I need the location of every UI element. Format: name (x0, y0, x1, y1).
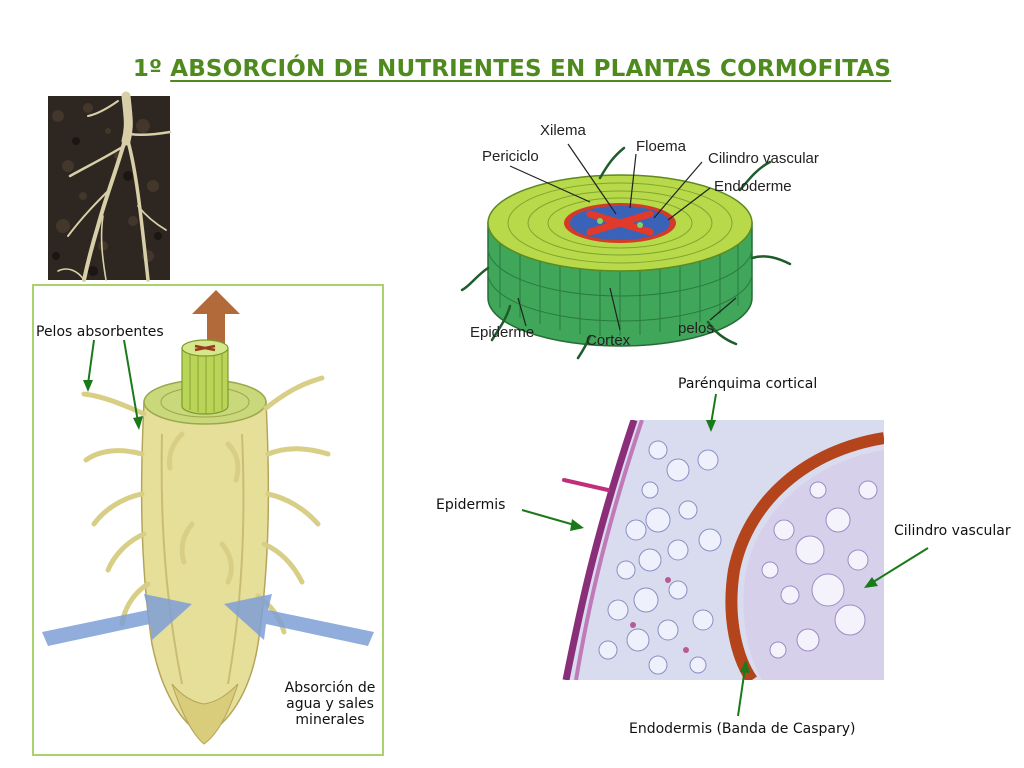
soil-root-photo (48, 91, 172, 282)
label-epiderme: Epiderme (470, 324, 535, 341)
title-text: ABSORCIÓN DE NUTRIENTES EN PLANTAS CORMO… (170, 56, 892, 82)
root-tip-panel (32, 284, 384, 756)
soil-root-illustration (48, 91, 172, 282)
label-xilema: Xilema (540, 122, 586, 139)
micrograph-image (538, 420, 884, 680)
label-endoderme: Endoderme (714, 178, 792, 195)
label-periciclo: Periciclo (482, 148, 539, 165)
label-cilindro-vascular: Cilindro vascular (894, 523, 1011, 539)
label-pelos: pelos (678, 320, 714, 337)
label-endodermis: Endodermis (Banda de Caspary) (629, 721, 856, 737)
root-cylinder-illustration (460, 143, 792, 360)
page-title: 1º ABSORCIÓN DE NUTRIENTES EN PLANTAS COR… (0, 56, 1024, 82)
label-parenquima-cortical: Parénquima cortical (678, 376, 818, 392)
label-epidermis: Epidermis (436, 497, 506, 513)
label-cortex: Cortex (586, 332, 631, 349)
label-pelos-absorbentes: Pelos absorbentes (36, 324, 164, 340)
root-tip-illustration (42, 290, 374, 745)
title-number: 1º (132, 56, 163, 82)
label-floema: Floema (636, 138, 687, 155)
root-cross-section-diagram: Xilema Floema Periciclo Cilindro vascula… (440, 108, 860, 360)
label-cilindro-vascular-3d: Cilindro vascular (708, 150, 819, 167)
label-absorcion: Absorción de agua y sales minerales (284, 680, 376, 728)
